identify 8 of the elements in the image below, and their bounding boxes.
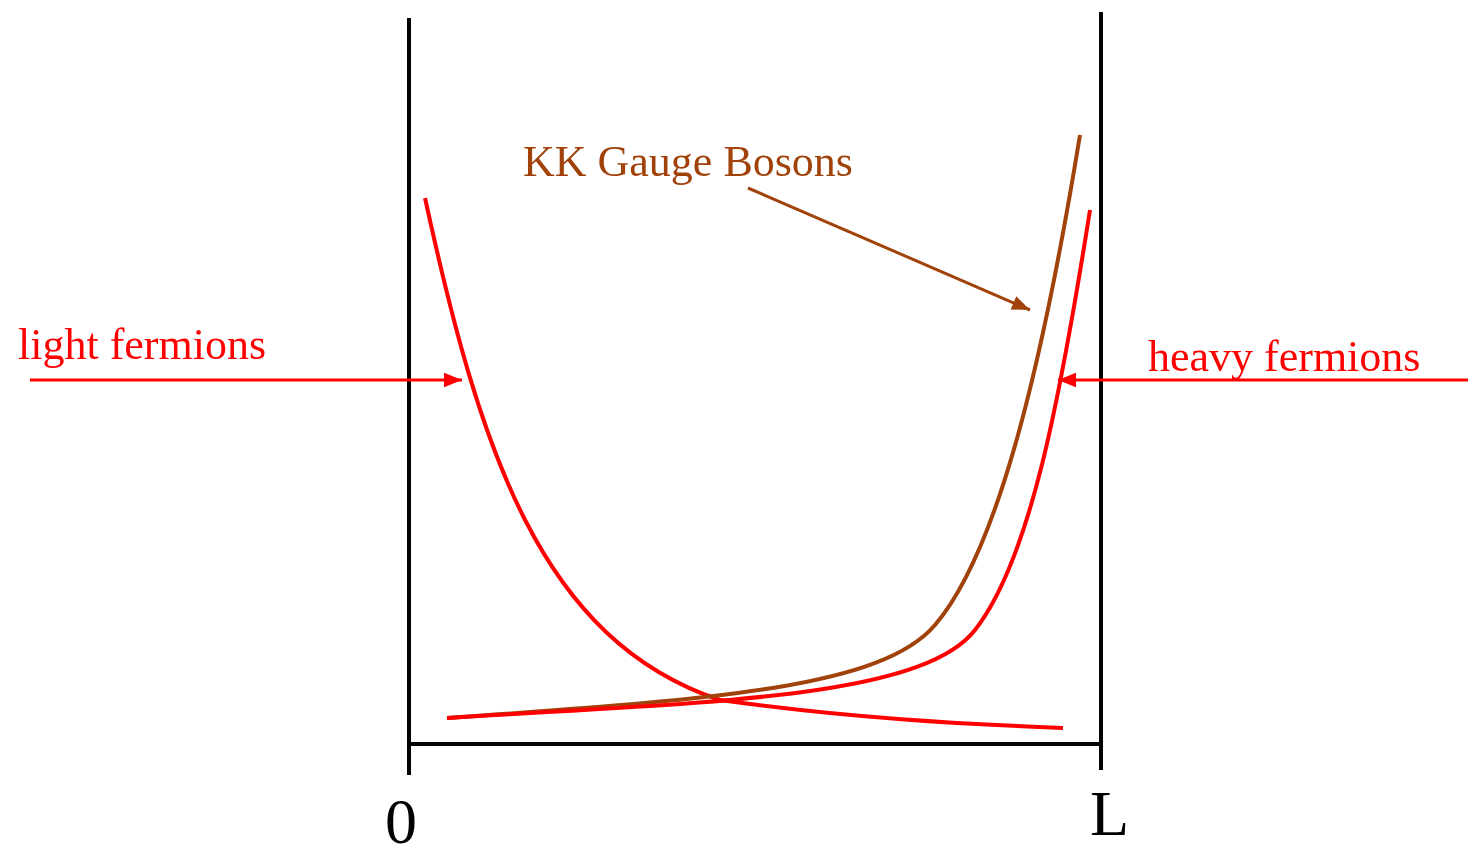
leader-arrow (30, 372, 462, 388)
leader-arrow (747, 186, 1031, 312)
curve-label: KK Gauge Bosons (523, 140, 853, 184)
curve-label: light fermions (18, 323, 267, 367)
curve-label: heavy fermions (1148, 335, 1421, 379)
axis-tick-label: 0 (385, 790, 417, 854)
leader-arrow (1058, 372, 1468, 388)
axis-tick-label: L (1090, 782, 1130, 846)
